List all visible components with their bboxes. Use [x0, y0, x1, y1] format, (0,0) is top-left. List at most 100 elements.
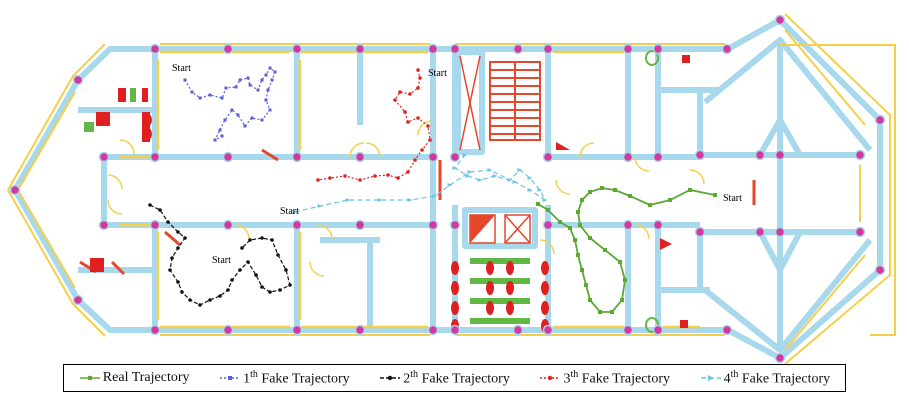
pillar [354, 151, 366, 163]
pillar [721, 43, 733, 55]
pillar [652, 324, 664, 336]
trajectory-point-fake2 [284, 268, 288, 272]
legend-ordinal: 2 [403, 371, 411, 387]
trajectory-point-fake1 [238, 78, 242, 82]
trajectory-point-fake3 [398, 90, 402, 94]
start-label-fake4: Start [280, 206, 299, 217]
pillar [449, 43, 461, 55]
pillar [622, 324, 634, 336]
trajectory-point-fake2 [180, 290, 184, 294]
trajectory-point-fake2 [170, 256, 174, 260]
trajectory-line-fake1 [184, 67, 276, 142]
trajectory-point-fake1 [218, 128, 222, 132]
trajectory-point-real [628, 194, 632, 198]
trajectory-point-fake3 [396, 176, 400, 180]
legend-ordinal-suffix: th [250, 368, 258, 380]
legend-ordinal: 3 [563, 371, 571, 387]
trajectory-point-fake3 [328, 176, 332, 180]
trajectory-point-real [576, 210, 580, 214]
start-label-fake2: Start [212, 255, 231, 266]
pillar [622, 43, 634, 55]
trajectory-line-fake4 [294, 154, 547, 213]
legend-item-fake4: 4th Fake Trajectory [700, 368, 830, 388]
trajectory-point-fake1 [248, 83, 252, 87]
trajectory-point-fake1 [260, 78, 264, 82]
trajectory-point-real [688, 188, 692, 192]
trajectory-point-fake1 [266, 88, 270, 92]
legend-ordinal-suffix: th [730, 368, 739, 380]
trajectory-point-fake2 [246, 260, 250, 264]
trajectory-point-fake1 [268, 108, 272, 112]
trajectory-point-fake2 [183, 236, 187, 240]
trajectory-point-fake3 [416, 116, 420, 120]
pillar [854, 149, 866, 161]
trajectory-point-fake1 [264, 98, 268, 102]
trajectory-point-fake4 [447, 183, 453, 187]
legend-swatch-fake2 [380, 375, 401, 381]
trajectory-point-fake4 [527, 188, 533, 192]
legend-label-fake1: 1th Fake Trajectory [243, 369, 350, 388]
pillar [149, 324, 161, 336]
trajectory-point-fake3 [413, 158, 417, 162]
trajectory-point-fake3 [408, 92, 412, 96]
pillar [774, 226, 786, 238]
pillar [449, 219, 461, 231]
start-label-real: Start [723, 193, 742, 204]
pillar [222, 151, 234, 163]
trajectory-point-fake4 [492, 174, 498, 178]
pillars [9, 14, 886, 364]
trajectory-point-fake1 [236, 113, 240, 117]
pillar [774, 14, 786, 26]
legend-text: Fake Trajectory [418, 371, 510, 387]
legend-swatch-fake4 [700, 375, 721, 381]
trajectory-point-fake2 [198, 303, 202, 307]
trajectory-fake3 [316, 68, 432, 182]
trajectory-point-fake2 [188, 298, 192, 302]
trajectory-point-fake1 [224, 86, 228, 90]
pillar [72, 74, 84, 86]
legend-swatch-fake3 [540, 375, 561, 381]
trajectory-point-real [613, 188, 617, 192]
trajectory-point-real [580, 268, 584, 272]
trajectory-point-fake3 [406, 170, 410, 174]
trajectory-point-fake2 [166, 220, 170, 224]
pillar [721, 324, 733, 336]
pillar [542, 324, 554, 336]
trajectory-point-fake1 [234, 85, 238, 89]
pillar [291, 151, 303, 163]
trajectory-point-fake3 [416, 68, 420, 72]
trajectory-point-real [578, 223, 582, 227]
trajectory-point-real [648, 203, 652, 207]
trajectory-point-real [600, 186, 604, 190]
trajectory-point-real [580, 198, 584, 202]
pillar [754, 149, 766, 161]
trajectory-point-real [618, 260, 622, 264]
trajectory-point-fake1 [260, 118, 264, 122]
trajectory-point-fake2 [148, 203, 152, 207]
pillar [98, 151, 110, 163]
pillar [427, 43, 439, 55]
trajectory-point-real [668, 198, 672, 202]
trajectory-point-real [620, 298, 624, 302]
trajectory-point-real [588, 236, 592, 240]
pillar [694, 226, 706, 238]
pillar [291, 219, 303, 231]
door-frames [79, 148, 756, 276]
trajectory-point-fake3 [418, 76, 422, 80]
legend-text: Real Trajectory [102, 370, 190, 385]
trajectory-point-fake4 [377, 198, 383, 202]
trajectory-point-fake2 [208, 298, 212, 302]
trajectory-point-fake2 [260, 285, 264, 289]
legend-ordinal-suffix: th [410, 368, 419, 380]
doors [107, 120, 705, 277]
pillar [652, 43, 664, 55]
pillar [874, 264, 886, 276]
trajectory-point-fake4 [462, 153, 468, 157]
legend-item-fake1: 1th Fake Trajectory [219, 369, 350, 388]
trajectory-point-fake2 [230, 278, 234, 282]
trajectory-point-fake1 [256, 88, 260, 92]
pillar [512, 324, 524, 336]
legend-item-real: Real Trajectory [79, 370, 190, 386]
pillar [512, 43, 524, 55]
pillar [354, 219, 366, 231]
